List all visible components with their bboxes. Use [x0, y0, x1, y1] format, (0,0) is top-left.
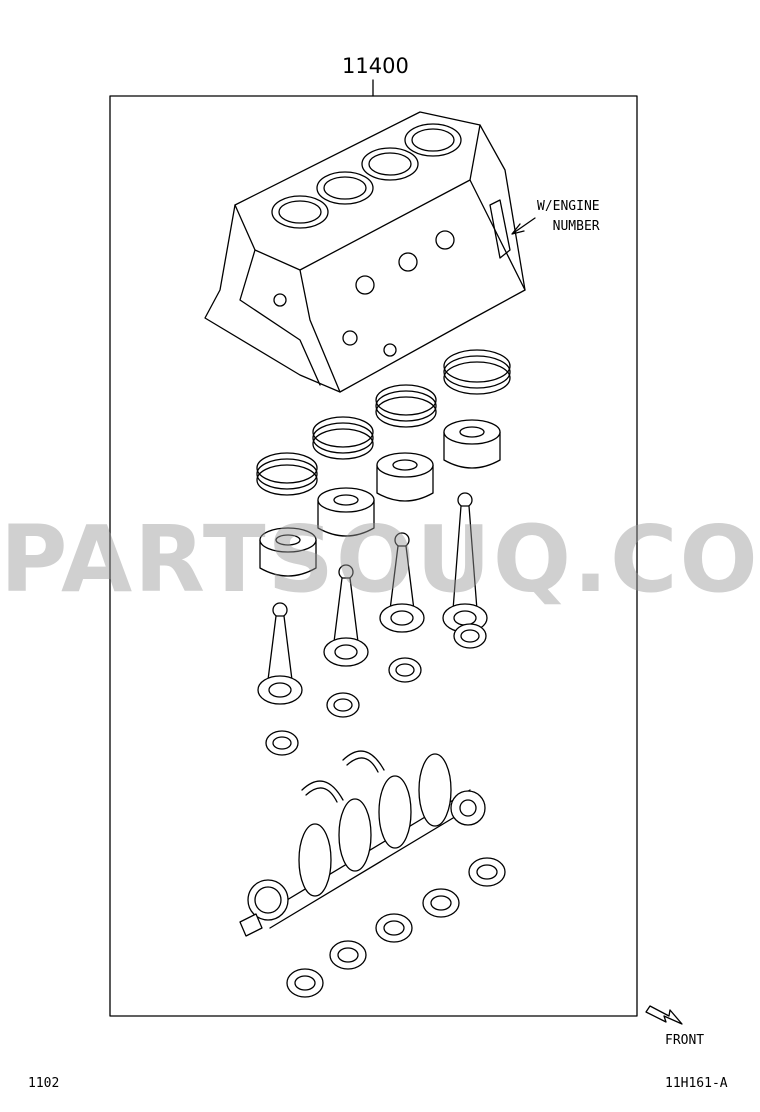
part-number-label: 11400 [342, 54, 409, 78]
rod-bearings [265, 623, 487, 756]
piston-rings [256, 349, 511, 496]
connecting-rods [257, 492, 488, 705]
crankshaft [239, 753, 486, 937]
front-label: FRONT [665, 1033, 705, 1048]
pistons [259, 419, 501, 577]
footer-code-right: 11H161-A [665, 1076, 728, 1091]
footer-code-left: 1102 [28, 1076, 60, 1091]
engine-number-callout: W/ENGINE NUMBER [537, 199, 600, 234]
thrust-washers [301, 750, 385, 803]
front-arrow-icon [645, 1005, 683, 1025]
cylinder-block [204, 111, 526, 393]
main-bearings [286, 857, 506, 998]
engine-number-arrow [511, 217, 536, 235]
